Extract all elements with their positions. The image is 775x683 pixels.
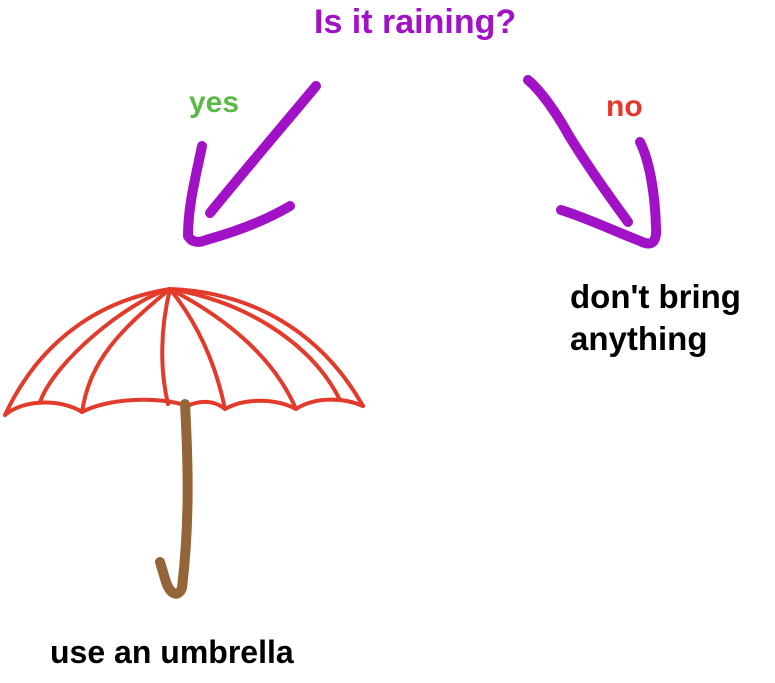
no-outcome-line: anything xyxy=(570,320,708,357)
yes-arrow xyxy=(183,81,321,247)
no-outcome-line: don't bring xyxy=(570,278,741,315)
yes-outcome-text: use an umbrella xyxy=(50,634,294,670)
yes-branch-label: yes xyxy=(189,86,240,119)
no-arrow-shaft xyxy=(523,75,633,227)
no-arrow-head xyxy=(556,137,662,249)
yes-arrow-head xyxy=(183,141,295,247)
umbrella-icon xyxy=(3,287,365,599)
no-arrow xyxy=(523,75,662,249)
no-branch-label: no xyxy=(606,90,643,123)
yes-arrow-shaft xyxy=(205,81,321,218)
umbrella-handle xyxy=(155,399,193,599)
umbrella-canopy xyxy=(3,287,365,417)
no-outcome-text: don't bring anything xyxy=(570,276,775,360)
question-text: Is it raining? xyxy=(314,3,517,41)
